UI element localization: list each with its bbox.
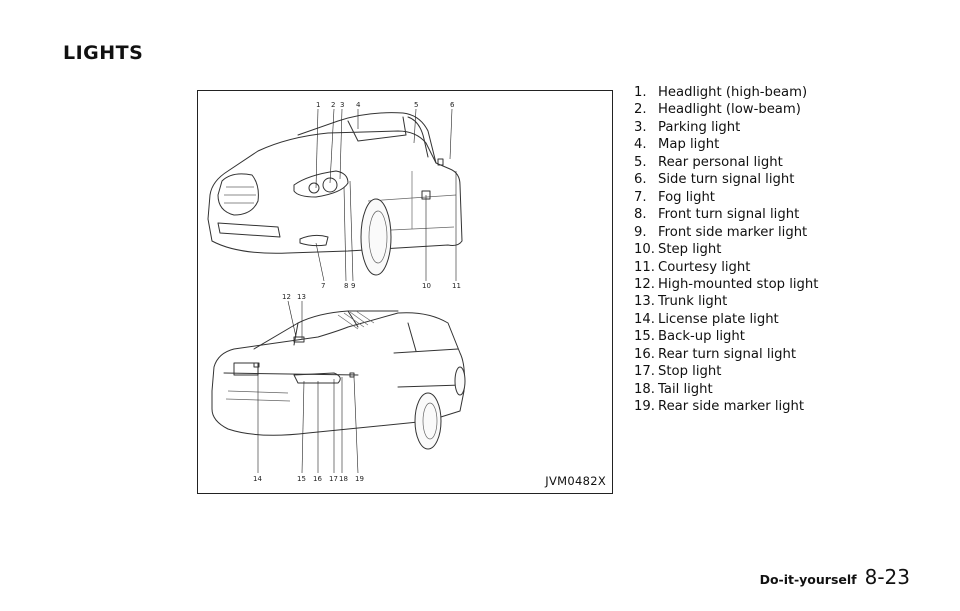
callout-16: 16 xyxy=(313,475,322,483)
rear-callout-leaders xyxy=(257,300,359,474)
legend-item: 19.Rear side marker light xyxy=(634,399,805,415)
legend-item: 13.Trunk light xyxy=(634,294,728,310)
callout-13: 13 xyxy=(297,293,306,301)
legend-item: 14.License plate light xyxy=(634,311,779,327)
callout-19: 19 xyxy=(355,475,364,483)
callout-15: 15 xyxy=(297,475,306,483)
legend-item: 10.Step light xyxy=(634,242,722,258)
legend-item: 12.High-mounted stop light xyxy=(634,276,819,292)
page-footer: Do-it-yourself 8-23 xyxy=(760,565,910,589)
callout-3: 3 xyxy=(340,101,344,109)
section-name: Do-it-yourself xyxy=(759,572,857,587)
figure-code: JVM0482X xyxy=(545,474,606,488)
legend-item: 8.Front turn signal light xyxy=(634,207,800,223)
front-callout-leaders xyxy=(315,108,457,282)
legend-item: 2.Headlight (low-beam) xyxy=(634,102,801,118)
callout-18: 18 xyxy=(339,475,348,483)
legend-item: 18.Tail light xyxy=(634,381,713,397)
callout-14: 14 xyxy=(253,475,262,483)
lights-legend: 1.Headlight (high-beam) 2.Headlight (low… xyxy=(634,84,818,416)
front-callout-numbers: 1 2 3 4 5 6 7 8 9 10 11 xyxy=(316,101,461,290)
lights-figure: 1 2 3 4 5 6 7 8 9 10 11 xyxy=(197,90,613,494)
legend-item: 3.Parking light xyxy=(634,119,741,135)
page-title: LIGHTS xyxy=(63,42,144,64)
callout-2: 2 xyxy=(331,101,335,109)
rear-car-drawing xyxy=(211,310,466,450)
rear-callout-numbers: 12 13 14 15 16 17 18 19 xyxy=(253,293,364,483)
callout-4: 4 xyxy=(356,101,361,109)
legend-item: 4.Map light xyxy=(634,137,720,153)
callout-9: 9 xyxy=(351,282,355,290)
page-number: 8-23 xyxy=(864,565,910,589)
legend-item: 5.Rear personal light xyxy=(634,154,783,170)
callout-5: 5 xyxy=(414,101,418,109)
legend-item: 7.Fog light xyxy=(634,189,715,205)
legend-item: 1.Headlight (high-beam) xyxy=(634,85,808,100)
callout-6: 6 xyxy=(450,101,455,109)
callout-11: 11 xyxy=(452,282,461,290)
callout-1: 1 xyxy=(316,101,320,109)
callout-10: 10 xyxy=(422,282,431,290)
front-car-drawing xyxy=(207,112,463,276)
callout-17: 17 xyxy=(329,475,338,483)
callout-8: 8 xyxy=(344,282,348,290)
callout-12: 12 xyxy=(282,293,291,301)
legend-item: 15.Back-up light xyxy=(634,329,745,345)
legend-item: 11.Courtesy light xyxy=(634,259,751,275)
legend-item: 17.Stop light xyxy=(634,364,722,380)
legend-item: 16.Rear turn signal light xyxy=(634,346,797,362)
legend-item: 6.Side turn signal light xyxy=(634,172,795,188)
legend-item: 9.Front side marker light xyxy=(634,224,808,240)
vehicle-illustration: 1 2 3 4 5 6 7 8 9 10 11 xyxy=(207,101,466,483)
callout-7: 7 xyxy=(321,282,325,290)
